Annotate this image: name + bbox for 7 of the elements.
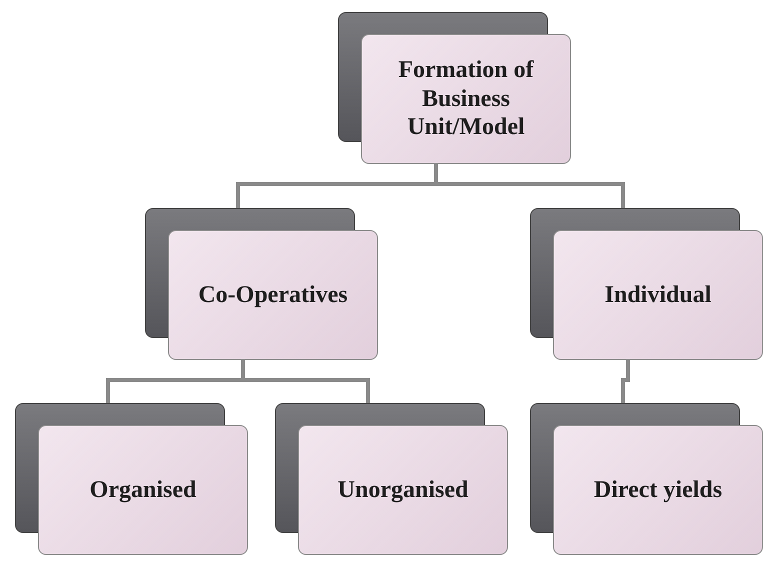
box-label: Co-Operatives — [197, 280, 349, 310]
box-label: Unorganised — [336, 476, 470, 504]
box-label: Direct yields — [592, 476, 724, 504]
box-label: Formation of Business Unit/Model — [397, 56, 535, 142]
box-label: Organised — [88, 476, 198, 504]
box-label: Individual — [604, 280, 712, 310]
connector-line — [621, 360, 630, 403]
